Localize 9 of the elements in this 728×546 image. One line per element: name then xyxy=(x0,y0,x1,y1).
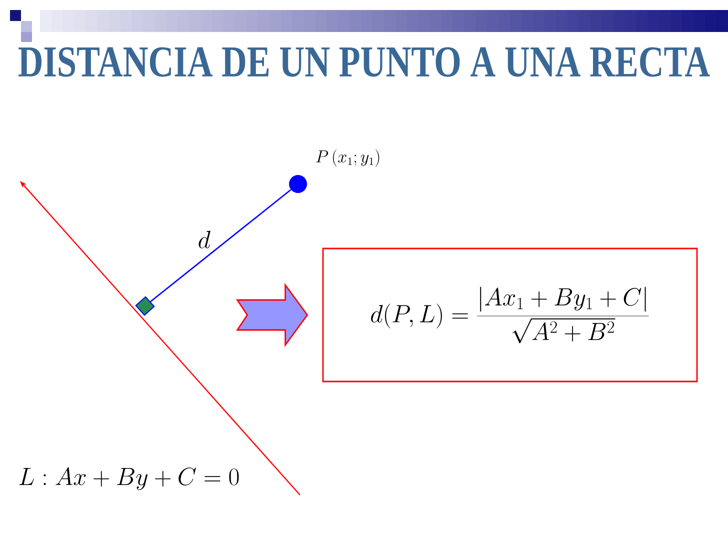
edge-label: $d$ xyxy=(198,230,210,248)
line-equation: $L: Ax+By+C=0$ xyxy=(19,467,239,490)
connector xyxy=(150,189,292,302)
point xyxy=(289,175,307,193)
block-arrow xyxy=(236,282,308,348)
formula-box: $d(P,L)=\frac{\left|Ax_1+By_1+C\right|}{\sqrt{A^2+B^2}}$ xyxy=(322,248,698,382)
title: DISTANCIA DE UN PUNTO A UNA RECTA xyxy=(18,47,710,77)
right-angle-mark xyxy=(135,296,155,316)
point-label: $P\left(x_1; y_1\right)$ xyxy=(316,149,380,167)
